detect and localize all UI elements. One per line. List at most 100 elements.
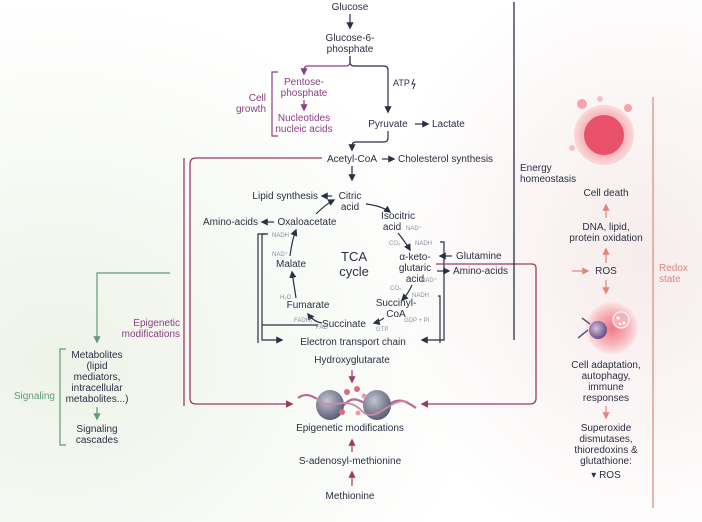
g6p-label-line1: Glucose-6-	[326, 33, 375, 44]
cof-nad2: NAD⁺	[421, 277, 437, 284]
atp-label: ATP	[393, 78, 410, 88]
acetylcoa-label: Acetyl-CoA	[327, 154, 377, 165]
cof-co2a: CO₂	[389, 241, 401, 247]
metabolites-line5: metabolites...)	[66, 394, 129, 405]
signaling-cascades-line2: cascades	[76, 435, 118, 446]
cof-nadh3: NADH	[415, 241, 432, 247]
ros-label: ROS	[595, 266, 617, 277]
atp-bolt-icon	[411, 78, 416, 90]
signaling-label: Signaling	[14, 391, 55, 402]
redox-label-line2: state	[659, 274, 681, 285]
cof-h2o: H₂O	[280, 295, 292, 301]
metabolites-line2: (lipid	[86, 361, 107, 372]
arrow-isocitric-aketo	[397, 232, 411, 252]
cell-death-label: Cell death	[583, 188, 628, 199]
aketo-label-line2: glutaric	[399, 263, 431, 274]
etc-feed-right-inner	[438, 295, 441, 343]
isocitric-label-line2: acid	[383, 222, 401, 233]
dying-cell-illustration	[569, 96, 634, 165]
acetylcoa-epigenetic-line	[189, 157, 322, 408]
pentose-label-line2: phosphate	[281, 88, 328, 99]
cof-nad3: NAD⁺	[406, 225, 422, 232]
adaptation-line1: Cell adaptation,	[571, 360, 641, 371]
tca-cycle: TCA cycle Citric acid Lipid synthesis Is…	[203, 191, 508, 348]
aketo-label-line1: α-keto-	[399, 252, 430, 263]
oxidation-line2: protein oxidation	[569, 233, 642, 244]
cof-nadh1: NADH	[272, 233, 289, 239]
cof-fadh2: FADH₂	[294, 318, 313, 324]
cell-growth-label-line2: growth	[236, 104, 266, 115]
epigenetic-section: Hydroxyglutarate Epigenetic modification…	[122, 157, 537, 502]
aketo-label-line3: acid	[406, 274, 424, 285]
redox-label-line1: Redox	[659, 263, 688, 274]
glutamine-label: Glutamine	[456, 251, 502, 262]
arrow-fumarate-malate	[289, 270, 297, 299]
metabolites-line1: Metabolites	[71, 350, 122, 361]
antioxidants-line2: dismutases,	[579, 434, 632, 445]
sam-label: S-adenosyl-methionine	[299, 456, 402, 467]
pentose-label-line1: Pentose-	[284, 77, 324, 88]
cof-nad1: NAD⁺	[272, 251, 288, 258]
oxidation-line1: DNA, lipid,	[582, 222, 629, 233]
histone-right-icon	[363, 390, 391, 420]
g6p-label-line2: phosphate	[327, 44, 374, 55]
tca-center-line1: TCA	[341, 249, 367, 264]
cof-fad: FAD	[316, 325, 328, 331]
succinate-label: Succinate	[322, 319, 366, 330]
arrow-succinyl-succinate	[372, 317, 385, 326]
adaptation-line2: autophagy,	[582, 371, 631, 382]
nucleotides-label-line1: Nucleotides	[278, 113, 330, 124]
arrow-oxaloacetate-citric	[315, 199, 336, 215]
tca-center-line2: cycle	[339, 264, 369, 279]
redox-section: Energy homeostasis Cell death DNA, lipid…	[513, 2, 688, 508]
lipid-synthesis-label: Lipid synthesis	[252, 191, 318, 202]
cof-gdp: GDP + Pi	[404, 318, 429, 324]
cell-growth-label-line1: Cell	[249, 93, 266, 104]
etc-feed-right	[420, 241, 445, 344]
epigenetic-label-line1: Epigenetic	[133, 318, 180, 329]
pyruvate-label: Pyruvate	[368, 119, 408, 130]
adaptation-line3: immune	[588, 382, 624, 393]
arrow-aketo-succinyl	[400, 284, 413, 302]
arrow-pyruvate-acetylcoa	[348, 131, 389, 152]
arrow-citric-isocitric	[365, 203, 392, 213]
arrow-g6p-pyruvate	[349, 56, 392, 114]
antioxidants-line1: Superoxide	[581, 423, 632, 434]
cof-nadh4: NADH	[412, 293, 429, 299]
antioxidants-line3: thioredoxins &	[574, 445, 638, 456]
oxaloacetate-label: Oxaloacetate	[278, 217, 337, 228]
fumarate-label: Fumarate	[287, 300, 330, 311]
methionine-label: Methionine	[326, 491, 375, 502]
adapting-cell-illustration	[577, 302, 638, 354]
epigenetic-label-line2: modifications	[122, 329, 180, 340]
succinyl-label-line1: Succinyl-	[376, 298, 417, 309]
arrow-to-metabolites	[93, 272, 170, 344]
isocitric-label-line1: Isocitric	[381, 211, 415, 222]
energy-label-line1: Energy	[520, 163, 552, 174]
etc-feed-left-outer	[257, 233, 266, 343]
epigenetic-mods-label: Epigenetic modifications	[296, 423, 404, 434]
aketo-epigenetic-line	[420, 263, 537, 408]
etc-label: Electron transport chain	[300, 337, 406, 348]
amino-acids-right-label: Amino-acids	[453, 266, 508, 277]
cell-growth-bracket	[271, 71, 278, 137]
glucose-label: Glucose	[332, 2, 369, 13]
nucleotides-label-line2: nucleic acids	[275, 124, 332, 135]
cof-co2b: CO₂	[390, 286, 402, 292]
metabolites-line3: mediators,	[74, 372, 121, 383]
adaptation-line4: responses	[583, 393, 629, 404]
signaling-cascades-line1: Signaling	[76, 424, 117, 435]
nucleosome-illustration	[297, 386, 417, 420]
succinyl-label-line2: CoA	[386, 309, 406, 320]
hydroxyglutarate-label: Hydroxyglutarate	[314, 355, 390, 366]
signaling-bracket	[59, 348, 66, 446]
antioxidants-line4: glutathione:	[580, 456, 632, 467]
arrow-g6p-pentose	[300, 56, 351, 76]
citric-label-line1: Citric	[339, 191, 362, 202]
ros-down-label: ▾ ROS	[591, 470, 621, 481]
glycolysis-pathway: Glucose Glucose-6- phosphate ATP Pentose…	[236, 2, 493, 182]
energy-label-line2: homeostasis	[520, 174, 576, 185]
signaling-section: Metabolites (lipid mediators, intracellu…	[14, 272, 170, 446]
